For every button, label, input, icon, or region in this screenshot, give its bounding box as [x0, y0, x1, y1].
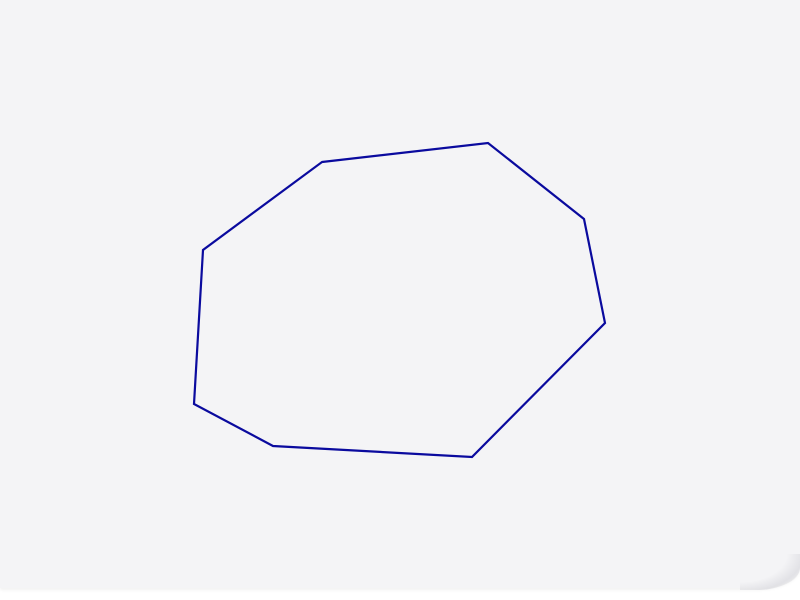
octagon-outline — [192, 141, 607, 459]
